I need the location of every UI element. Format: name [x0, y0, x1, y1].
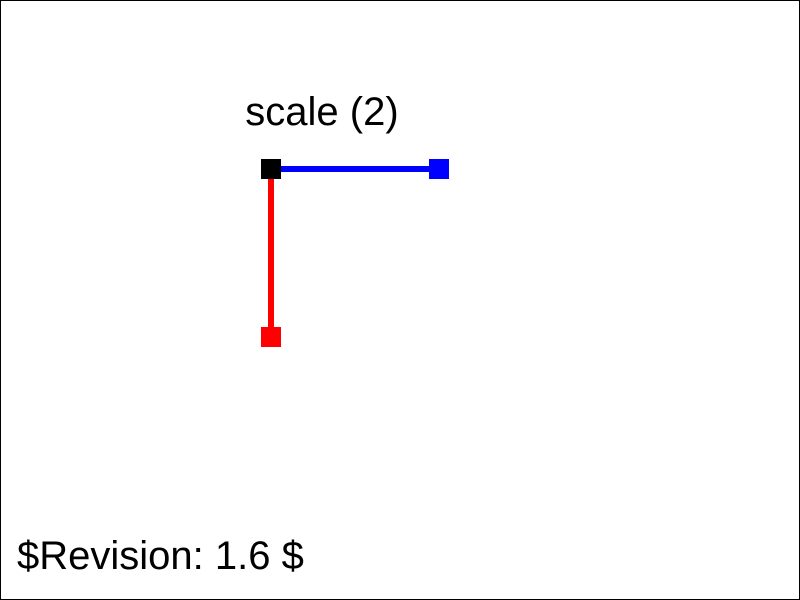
origin-marker [261, 159, 281, 179]
revision-label: $Revision: 1.6 $ [17, 534, 304, 578]
y-axis-end-marker [261, 327, 281, 347]
x-axis-end-marker [429, 159, 449, 179]
diagram-title: scale (2) [245, 90, 398, 134]
